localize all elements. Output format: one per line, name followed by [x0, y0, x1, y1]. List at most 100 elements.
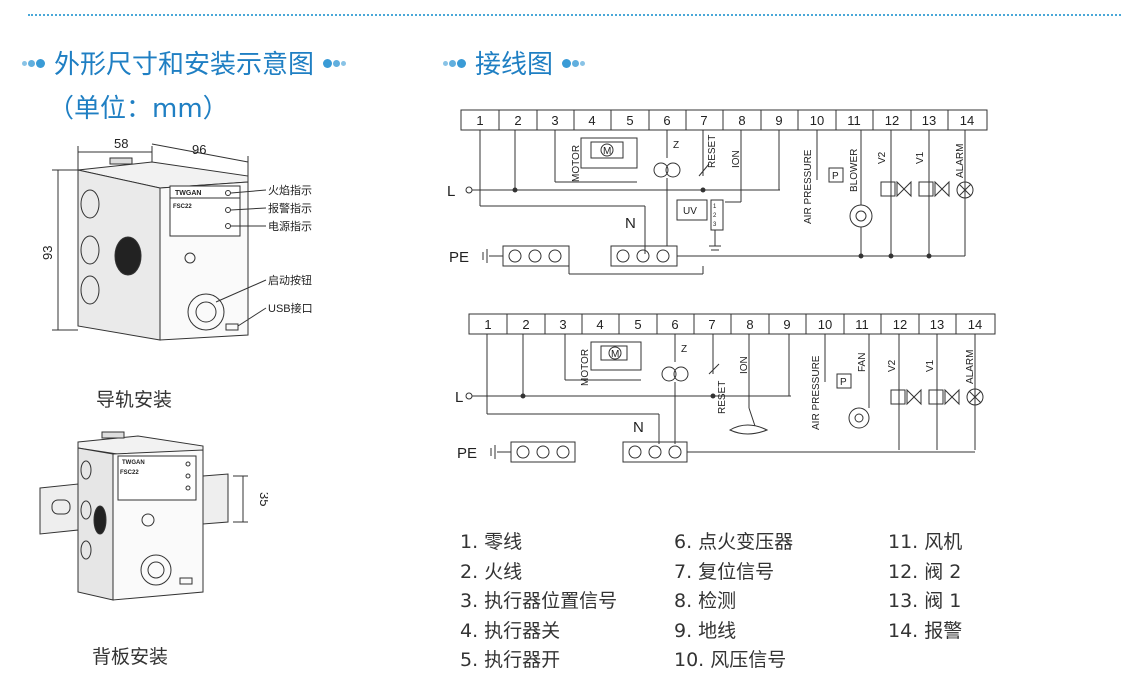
legend-item: 3. 执行器位置信号	[460, 590, 618, 612]
bottom-terminal-6: 6	[671, 317, 678, 332]
legend-item: 10. 风压信号	[674, 649, 787, 671]
top-terminal-13: 13	[922, 113, 936, 128]
legend-column-2: 6. 点火变压器 7. 复位信号 8. 检测 9. 地线 10. 风压信号	[674, 528, 793, 676]
bullet-dots-icon	[443, 58, 466, 68]
bottom-label-fan: FAN	[857, 353, 868, 372]
bottom-terminal-4: 4	[596, 317, 603, 332]
legend-item: 14. 报警	[888, 619, 963, 642]
depth-dim: 96	[192, 142, 206, 157]
legend-item: 6. 点火变压器	[674, 531, 794, 553]
legend-item: 7. 复位信号	[674, 560, 775, 583]
bottom-terminal-1: 1	[484, 317, 491, 332]
legend-item: 1. 零线	[460, 531, 523, 553]
bottom-terminal-13: 13	[930, 317, 944, 332]
bottom-terminal-7: 7	[708, 317, 715, 332]
callout-power: 电源指示	[268, 219, 312, 233]
wiring-diagram-bottom: 1 2 3 4 5 6 7 8 9 10 11 12 13 14 MOTOR M…	[455, 313, 996, 463]
legend-item: 9. 地线	[674, 619, 737, 642]
callout-alarm: 报警指示	[268, 201, 312, 215]
caption-rail: 导轨安装	[96, 389, 173, 411]
legend-item: 11. 风机	[888, 531, 963, 553]
top-label-air: AIR PRESSURE	[803, 149, 814, 224]
bottom-terminal-5: 5	[634, 317, 641, 332]
top-label-pe: PE	[449, 249, 469, 266]
bottom-label-v1: V1	[925, 359, 936, 372]
bottom-label-v2: V2	[887, 359, 898, 372]
top-uv-pin-1: 1	[713, 204, 717, 210]
bottom-terminal-9: 9	[783, 317, 790, 332]
top-terminal-12: 12	[885, 113, 899, 128]
bullet-dots-icon	[22, 58, 45, 68]
wiring-diagram-top: 1 2 3 4 5 6 7 8 9 10 11 12 13 14 MOTOR M…	[447, 109, 988, 275]
legend-item: 8. 检测	[674, 590, 737, 612]
height-dim: 93	[40, 246, 55, 260]
right-heading: 接线图	[443, 44, 586, 81]
caption-backplate: 背板安装	[92, 646, 169, 668]
top-uv-pin-2: 2	[713, 213, 717, 219]
model-label: FSC22	[173, 204, 192, 210]
left-heading-text: 外形尺寸和安装示意图	[54, 50, 315, 80]
bottom-label-z: Z	[681, 344, 687, 355]
legend-item: 5. 执行器开	[460, 649, 561, 671]
top-uv-pin-3: 3	[713, 222, 717, 228]
bottom-terminal-10: 10	[818, 317, 832, 332]
bottom-label-motor: MOTOR	[580, 349, 591, 386]
top-dotted-divider	[28, 14, 1121, 16]
bottom-label-n: N	[633, 419, 644, 436]
dimension-drawing: TWGAN FSC22 58 96 93 火焰指示 报警指示 电源指示 启动按钮…	[40, 136, 313, 341]
callout-start: 启动按钮	[268, 273, 312, 287]
top-terminal-9: 9	[775, 113, 782, 128]
top-label-reset: RESET	[707, 135, 718, 168]
top-terminal-7: 7	[700, 113, 707, 128]
top-label-p: P	[832, 171, 839, 182]
rail-brand-label: TWGAN	[122, 460, 145, 466]
bottom-label-ion: ION	[739, 356, 750, 374]
right-heading-text: 接线图	[475, 50, 554, 80]
rail-drawing: TWGAN FSC22 35	[39, 431, 268, 601]
top-terminal-11: 11	[847, 113, 861, 128]
top-label-m: M	[603, 146, 611, 157]
top-label-motor: MOTOR	[571, 145, 582, 182]
top-terminal-3: 3	[551, 113, 558, 128]
rail-dim: 35	[257, 492, 268, 506]
bottom-terminal-2: 2	[522, 317, 529, 332]
legend-item: 13. 阀 1	[888, 590, 962, 612]
top-label-alarm: ALARM	[955, 144, 966, 178]
top-label-uv: UV	[683, 206, 697, 217]
bottom-label-pe: PE	[457, 445, 477, 462]
top-label-n: N	[625, 215, 636, 232]
width-dim: 58	[114, 136, 128, 151]
bottom-terminal-12: 12	[893, 317, 907, 332]
bottom-label-air: AIR PRESSURE	[811, 355, 822, 430]
top-terminal-10: 10	[810, 113, 824, 128]
top-terminal-4: 4	[588, 113, 595, 128]
top-label-l: L	[447, 183, 455, 200]
bottom-terminal-8: 8	[746, 317, 753, 332]
top-label-v1: V1	[915, 151, 926, 164]
bottom-label-l: L	[455, 389, 463, 406]
bullet-dots-icon	[323, 58, 347, 68]
bottom-label-m: M	[611, 349, 619, 360]
legend-column-3: 11. 风机 12. 阀 2 13. 阀 1 14. 报警	[888, 528, 962, 646]
top-terminal-6: 6	[663, 113, 670, 128]
rail-model-label: FSC22	[120, 470, 139, 476]
bullet-dots-icon	[562, 58, 586, 68]
top-terminal-14: 14	[960, 113, 974, 128]
callout-usb: USB接口	[268, 302, 313, 315]
bottom-terminal-3: 3	[559, 317, 566, 332]
top-label-ion: ION	[731, 150, 742, 168]
top-label-blower: BLOWER	[849, 149, 860, 192]
bottom-terminal-14: 14	[968, 317, 982, 332]
bottom-label-alarm: ALARM	[965, 350, 976, 384]
left-heading: 外形尺寸和安装示意图	[22, 44, 347, 81]
top-label-v2: V2	[877, 151, 888, 164]
top-terminal-8: 8	[738, 113, 745, 128]
legend-column-1: 1. 零线 2. 火线 3. 执行器位置信号 4. 执行器关 5. 执行器开	[460, 528, 617, 676]
legend-item: 12. 阀 2	[888, 560, 962, 583]
legend-item: 4. 执行器关	[460, 619, 561, 642]
bottom-label-p: P	[840, 377, 847, 388]
unit-note: （单位：mm）	[48, 94, 229, 124]
top-terminal-2: 2	[514, 113, 521, 128]
legend-item: 2. 火线	[460, 560, 523, 583]
bottom-terminal-11: 11	[855, 317, 869, 332]
